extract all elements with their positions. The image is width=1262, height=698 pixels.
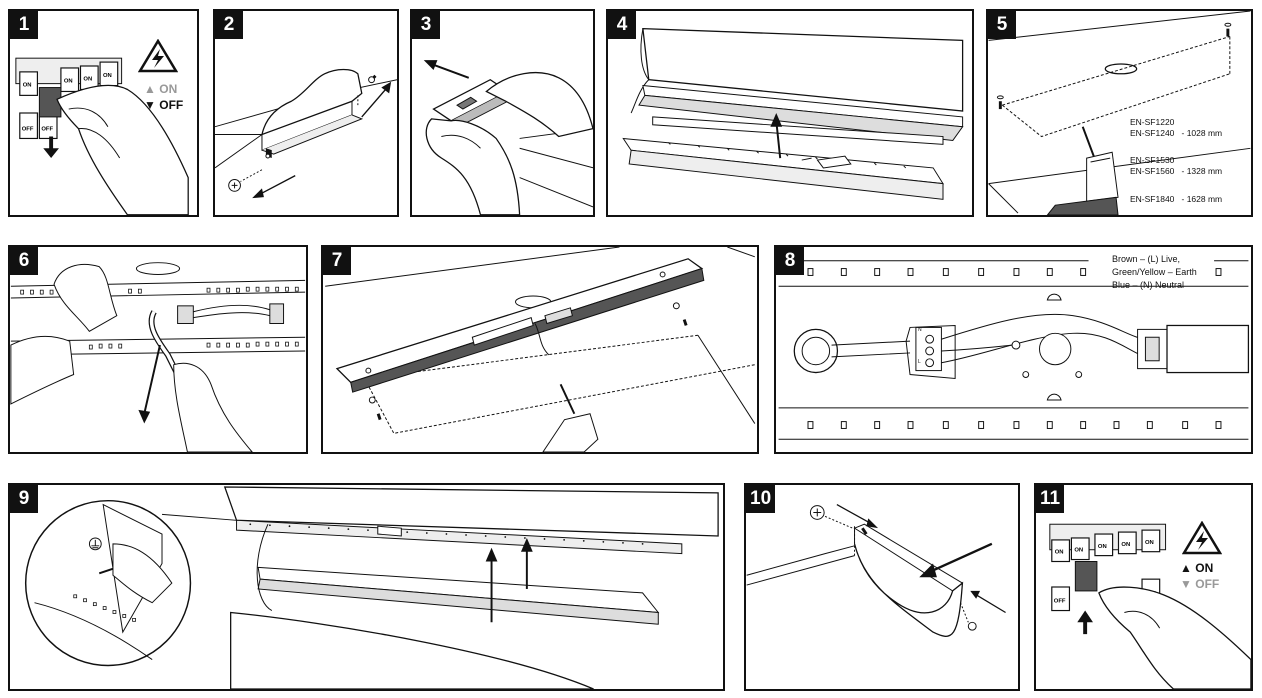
step-number: 9 xyxy=(10,485,38,513)
pull-cable-illustration xyxy=(10,262,306,452)
step-1-panel: 1 ON ON ON ON OFF OFF ▲ ON ▼ OFF xyxy=(8,9,199,217)
step-number: 6 xyxy=(10,247,38,275)
model-group-2: EN-SF1530 EN-SF1560 - 1328 mm xyxy=(1130,155,1222,177)
step-9-panel: 9 xyxy=(8,483,725,691)
step-number: 8 xyxy=(776,247,804,275)
terminal-n-label: N xyxy=(918,327,922,333)
step-number: 3 xyxy=(412,11,440,39)
model-length: - 1628 mm xyxy=(1181,194,1223,204)
svg-text:ON: ON xyxy=(1121,542,1130,548)
breaker-switch-off-illustration: ON ON ON ON OFF OFF xyxy=(15,57,189,215)
model-group-1: EN-SF1220 EN-SF1240 - 1028 mm xyxy=(1130,117,1222,139)
step-2-panel: 2 xyxy=(213,9,399,217)
arrow-up-icon: ▲ xyxy=(144,82,156,96)
step-number: 7 xyxy=(323,247,351,275)
model-group-3: EN-SF1840 - 1628 mm xyxy=(1130,194,1222,205)
step-number: 1 xyxy=(10,11,38,39)
step-4-panel: 4 xyxy=(606,9,974,217)
arrow-up-icon: ▲ xyxy=(1180,561,1192,575)
arrow-down-icon: ▼ xyxy=(1180,577,1192,591)
svg-text:OFF: OFF xyxy=(41,127,53,133)
model-length: - 1028 mm xyxy=(1181,128,1223,138)
model-code: EN-SF1220 xyxy=(1130,117,1175,127)
model-code: EN-SF1840 xyxy=(1130,194,1175,204)
wiring-connection-illustration xyxy=(778,260,1250,440)
svg-text:ON: ON xyxy=(1098,544,1107,550)
svg-text:OFF: OFF xyxy=(1054,599,1066,605)
svg-text:ON: ON xyxy=(1145,540,1154,546)
on-label: ON xyxy=(1195,561,1214,575)
wiring-neutral: Blue – (N) Neutral xyxy=(1112,280,1185,290)
svg-text:OFF: OFF xyxy=(22,127,34,133)
step-10-panel: 10 xyxy=(744,483,1020,691)
terminal-l-label: L xyxy=(918,359,921,365)
install-diffuser-earth-detail-illustration xyxy=(24,486,719,689)
wiring-legend: Brown – (L) Live, Green/Yellow – Earth B… xyxy=(1112,253,1197,292)
svg-text:ON: ON xyxy=(23,83,32,89)
svg-text:ON: ON xyxy=(103,73,112,79)
breaker-switch-on-illustration: ON ON ON ON ON OFF OFF xyxy=(1049,523,1251,689)
wiring-earth: Green/Yellow – Earth xyxy=(1112,267,1197,277)
step-6-panel: 6 xyxy=(8,245,308,454)
model-code: EN-SF1560 xyxy=(1130,166,1175,176)
off-label: OFF xyxy=(159,98,184,112)
step-8-panel: 8 Brown – (L) Live, Green/Yellow – Earth xyxy=(774,245,1253,454)
step-number: 10 xyxy=(746,485,776,513)
step-number: 5 xyxy=(988,11,1016,39)
step-number: 11 xyxy=(1036,485,1065,513)
ceiling-drilling-illustration xyxy=(988,11,1251,215)
wiring-live: Brown – (L) Live, xyxy=(1112,254,1181,264)
mount-base-illustration xyxy=(325,247,756,452)
remove-diffuser-cap-illustration xyxy=(423,60,593,215)
step-number: 4 xyxy=(608,11,636,39)
svg-text:ON: ON xyxy=(83,77,92,83)
model-code: EN-SF1240 xyxy=(1130,128,1175,138)
model-length: - 1328 mm xyxy=(1181,166,1223,176)
step-3-panel: 3 xyxy=(410,9,595,217)
attach-end-cap-illustration xyxy=(746,504,1006,637)
on-label: ON xyxy=(159,82,178,96)
step-11-panel: 11 ON ON ON ON ON OFF OFF ▲ ON ▼ OFF xyxy=(1034,483,1253,691)
svg-text:ON: ON xyxy=(1074,548,1083,554)
high-voltage-warning-icon xyxy=(138,39,178,73)
svg-text:ON: ON xyxy=(64,79,73,85)
svg-text:ON: ON xyxy=(1055,550,1064,556)
arrow-down-icon: ▼ xyxy=(144,98,156,112)
step-7-panel: 7 xyxy=(321,245,759,454)
step-5-panel: 5 EN-SF1220 EN-SF1240 - 1028 mm EN-SF153… xyxy=(986,9,1253,217)
off-label: OFF xyxy=(1195,577,1220,591)
model-code: EN-SF1530 xyxy=(1130,155,1175,165)
step-number: 2 xyxy=(215,11,243,39)
high-voltage-warning-icon xyxy=(1182,521,1222,555)
remove-diffuser-illustration xyxy=(622,27,964,200)
remove-end-cap-illustration xyxy=(215,68,397,199)
